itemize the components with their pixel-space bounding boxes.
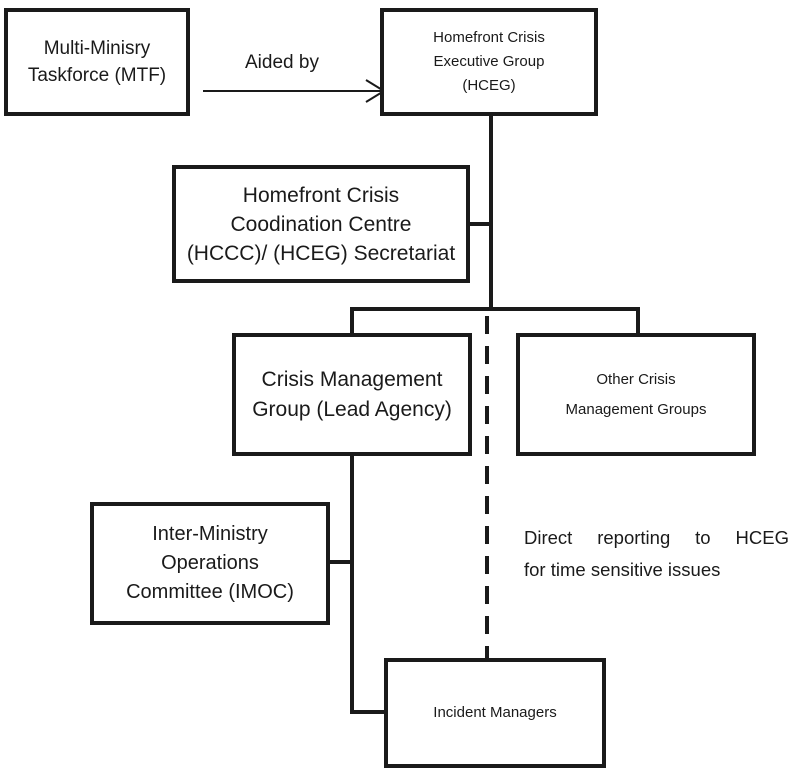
node-label: Incident Managers — [433, 704, 557, 721]
node-label: Inter-Ministry Operations Committee (IMO… — [126, 523, 294, 603]
direct-reporting-word: HCEG — [735, 527, 789, 548]
node-label: Homefront Crisis Executive Group (HCEG) — [433, 29, 545, 94]
node-homefront-crisis-executive-group: Homefront Crisis Executive Group (HCEG) — [380, 8, 598, 116]
direct-reporting-edge-label: Direct reporting to HCEG for time sensit… — [524, 522, 792, 586]
direct-reporting-word: to — [695, 527, 711, 548]
node-other-crisis-management-groups: Other Crisis Management Groups — [516, 333, 756, 456]
direct-reporting-label-line-1: Direct reporting to HCEG — [524, 522, 789, 554]
node-label: Homefront Crisis Coodination Centre (HCC… — [186, 183, 456, 265]
aided-by-edge-label: Aided by — [245, 52, 319, 73]
node-label: Crisis Management Group (Lead Agency) — [252, 367, 452, 421]
node-crisis-management-group: Crisis Management Group (Lead Agency) — [232, 333, 472, 456]
node-inter-ministry-operations-committee: Inter-Ministry Operations Committee (IMO… — [90, 502, 330, 625]
direct-reporting-word: reporting — [597, 527, 671, 548]
node-multi-ministry-taskforce: Multi-Minisry Taskforce (MTF) — [4, 8, 190, 116]
node-homefront-crisis-coordination-centre: Homefront Crisis Coodination Centre (HCC… — [172, 165, 470, 283]
node-incident-managers: Incident Managers — [384, 658, 606, 768]
node-label: Other Crisis Management Groups — [565, 370, 707, 418]
node-label: Multi-Minisry Taskforce (MTF) — [27, 38, 167, 86]
direct-reporting-word: Direct — [524, 527, 573, 548]
direct-reporting-label-line-2: for time sensitive issues — [524, 559, 721, 580]
